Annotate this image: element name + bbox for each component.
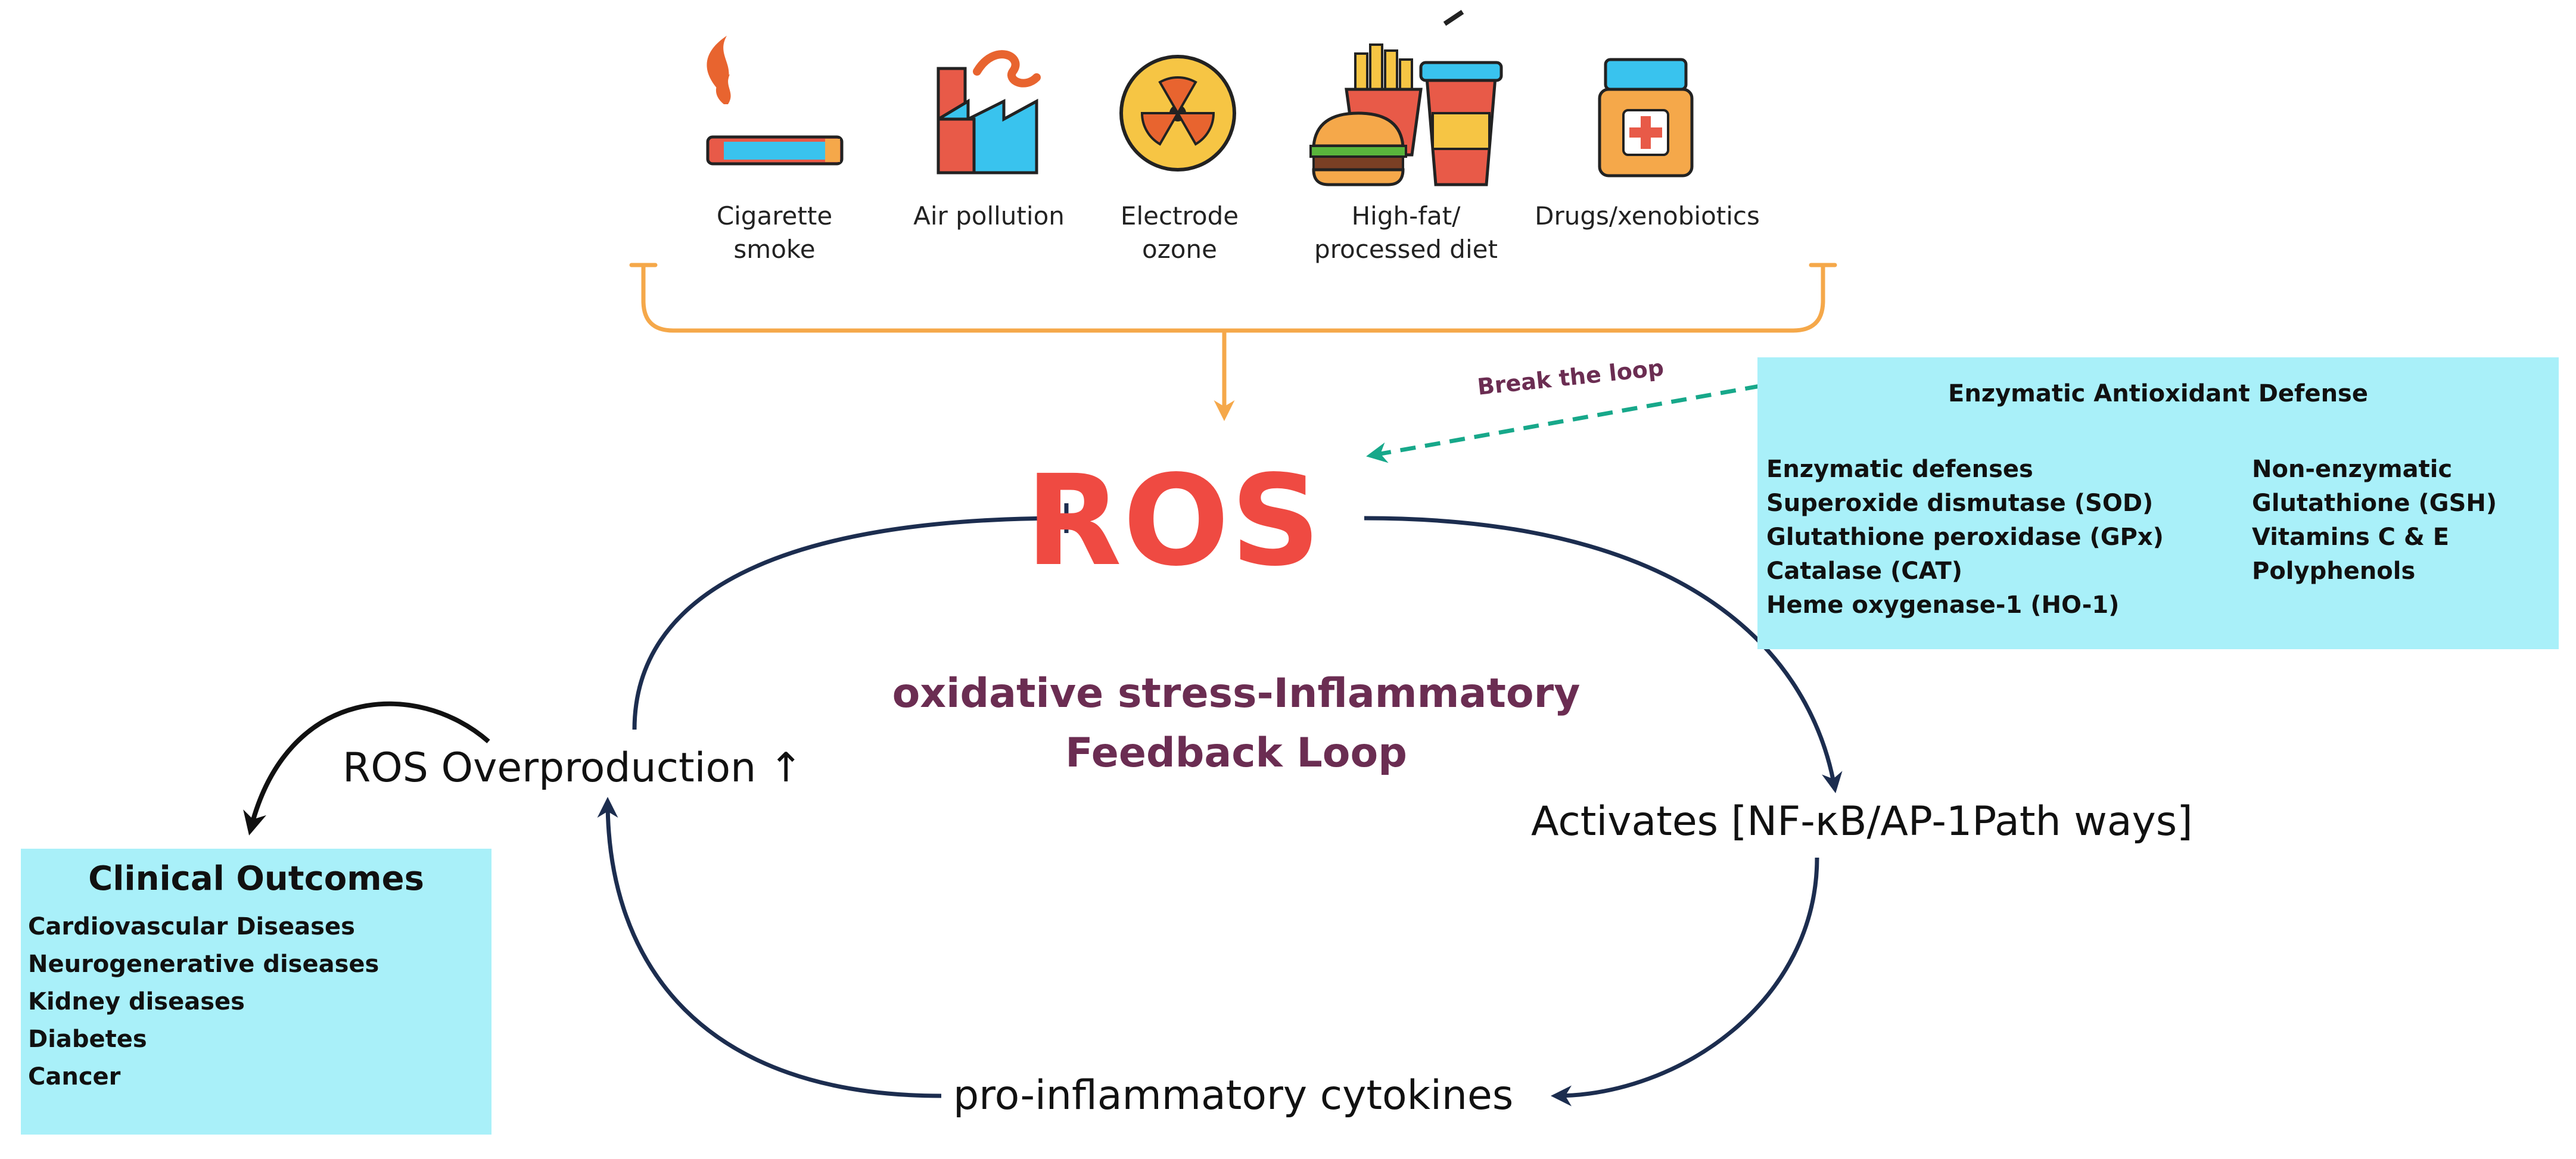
source-label-electrode-ozone: Electrode ozone (1090, 200, 1269, 266)
non-enzymatic-list: Non-enzymatic Glutathione (GSH) Vitamins… (2252, 453, 2497, 588)
break-loop-arrow (1366, 384, 1761, 463)
overproduction-to-ros-inhibit (632, 516, 1067, 730)
source-label-drugs: Drugs/xenobiotics (1531, 200, 1763, 233)
clinical-outcome-item: Cancer (28, 1063, 121, 1091)
cytokines-to-overproduction-arrow (597, 797, 942, 1098)
enzymatic-item: Catalase (CAT) (1766, 557, 1963, 585)
overproduction-to-clinical-arrow (243, 701, 490, 836)
node-activates-pathways: Activates [NF-κB/AP-1Path ways] (1531, 798, 2193, 845)
clinical-outcome-item: Diabetes (28, 1026, 147, 1053)
non-enzymatic-item: Glutathione (GSH) (2252, 490, 2497, 517)
source-label-line: ozone (1142, 235, 1217, 264)
loop-title-line2: Feedback Loop (1065, 730, 1407, 777)
cigarette-icon (706, 36, 844, 166)
non-enzymatic-item: Vitamins C & E (2252, 524, 2450, 551)
enzymatic-item: Superoxide dismutase (SOD) (1766, 490, 2154, 517)
clinical-outcomes-panel: Clinical Outcomes Cardiovascular Disease… (21, 849, 491, 1135)
ros-to-activates-arrow (1364, 516, 1843, 793)
source-label-line: Drugs/xenobiotics (1535, 201, 1760, 230)
non-enzymatic-item: Non-enzymatic (2252, 456, 2453, 483)
antioxidant-panel-title: Enzymatic Antioxidant Defense (1948, 380, 2368, 407)
source-label-line: Electrode (1120, 201, 1239, 230)
enzymatic-list: Enzymatic defenses Superoxide dismutase … (1766, 453, 2164, 622)
source-label-line: processed diet (1314, 235, 1498, 264)
ros-label: ROS (1025, 448, 1322, 594)
feedback-loop (597, 503, 1843, 1107)
sources-bracket (629, 263, 1837, 333)
enzymatic-item: Heme oxygenase-1 (HO-1) (1766, 591, 2120, 619)
source-label-line: smoke (733, 235, 816, 264)
medicine-bottle-icon (1598, 58, 1694, 177)
loop-title: oxidative stress-Inflammatory Feedback L… (864, 664, 1609, 783)
source-label-line: Air pollution (913, 201, 1065, 230)
loop-title-line1: oxidative stress-Inflammatory (892, 670, 1581, 717)
clinical-outcomes-list: Cardiovascular Diseases Neurogenerative … (28, 908, 379, 1096)
clinical-outcome-item: Kidney diseases (28, 988, 245, 1015)
source-label-cigarette: Cigarette smoke (685, 200, 864, 266)
antioxidant-panel: Enzymatic Antioxidant Defense Enzymatic … (1757, 357, 2559, 649)
clinical-outcomes-title: Clinical Outcomes (88, 859, 424, 898)
source-label-line: Cigarette (716, 201, 833, 230)
clinical-outcome-item: Neurogenerative diseases (28, 951, 379, 978)
node-ros-overproduction: ROS Overproduction ↑ (343, 744, 803, 792)
clinical-outcome-item: Cardiovascular Diseases (28, 913, 355, 940)
radiation-icon (1119, 55, 1236, 172)
enzymatic-item: Enzymatic defenses (1766, 456, 2033, 483)
activates-to-cytokines-arrow (1551, 857, 1819, 1107)
fast-food-icon (1309, 10, 1503, 186)
node-cytokines: pro-inflammatory cytokines (953, 1072, 1514, 1119)
enzymatic-item: Glutathione peroxidase (GPx) (1766, 524, 2164, 551)
source-label-line: High-fat/ (1351, 201, 1461, 230)
non-enzymatic-item: Polyphenols (2252, 557, 2416, 585)
source-label-air-pollution: Air pollution (891, 200, 1087, 233)
source-label-diet: High-fat/ processed diet (1305, 200, 1507, 266)
factory-icon (937, 50, 1041, 175)
